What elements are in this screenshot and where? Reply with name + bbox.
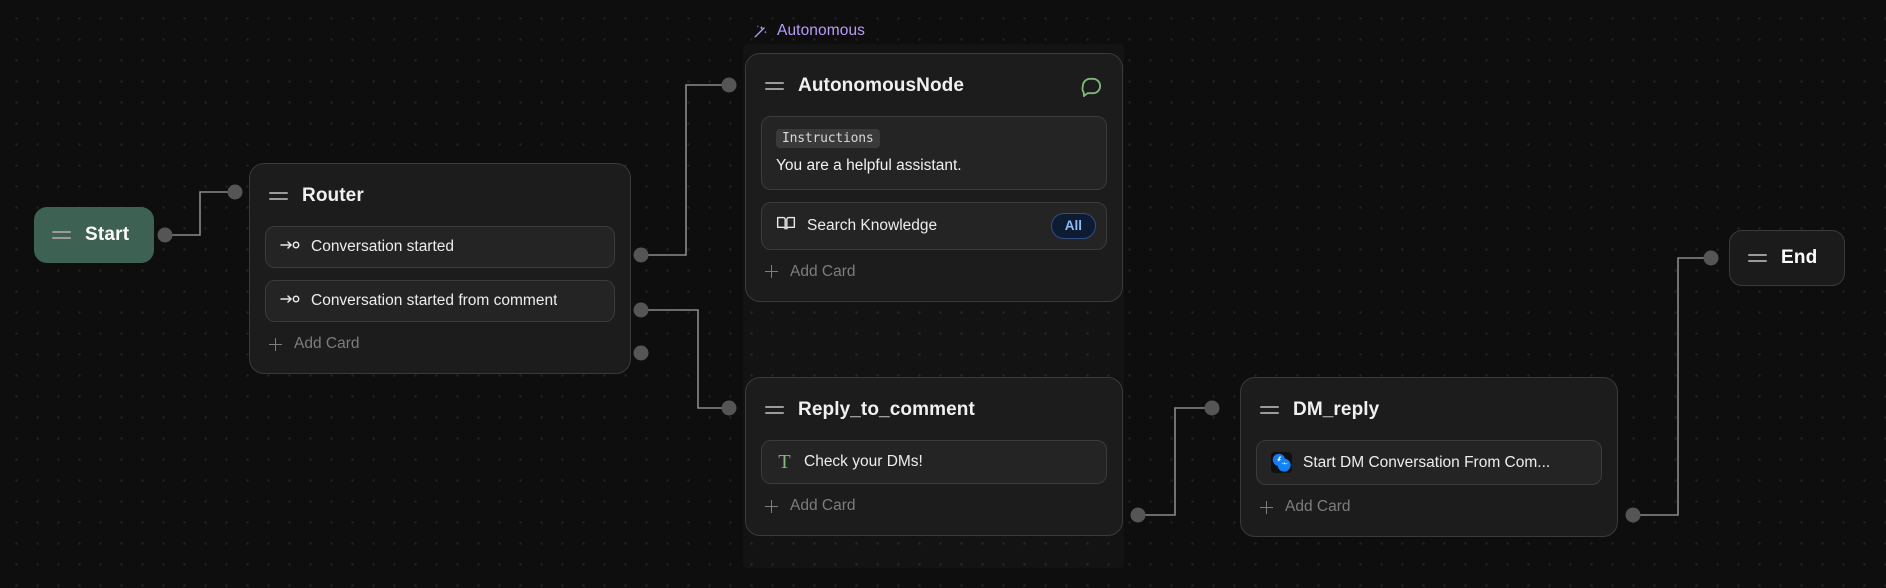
edge-router-autonomousnode [648, 84, 722, 256]
router-header[interactable]: Router [265, 180, 615, 210]
drag-handle-icon[interactable] [765, 406, 784, 414]
group-label-text: Autonomous [777, 22, 866, 39]
edge-dmreply-end [1640, 257, 1718, 516]
drag-handle-icon[interactable] [269, 192, 288, 200]
dm-reply-action-slot[interactable]: Start DM Conversation From Com... [1256, 440, 1602, 485]
plus-icon [765, 265, 778, 279]
dm-reply-body: Start DM Conversation From Com... [1256, 440, 1602, 485]
autonomousnode-body: Instructions You are a helpful assistant… [761, 116, 1107, 250]
node-dm-reply[interactable]: DM_reply Start DM Conversation From Com.… [1240, 377, 1618, 537]
reply-to-comment-header[interactable]: Reply_to_comment [761, 394, 1107, 424]
node-start[interactable]: Start [34, 207, 154, 263]
knowledge-scope-badge[interactable]: All [1050, 213, 1096, 239]
port-end-in [1703, 250, 1719, 266]
router-slot-label: Conversation started from comment [311, 292, 558, 309]
dm-reply-title: DM_reply [1293, 399, 1380, 420]
chat-bubble-icon[interactable] [1080, 75, 1103, 98]
autonomousnode-header[interactable]: AutonomousNode [761, 70, 1107, 100]
edge-router-reply [648, 309, 722, 409]
router-title: Router [302, 185, 364, 206]
node-end[interactable]: End [1729, 230, 1845, 286]
facebook-messenger-icon [1271, 452, 1292, 473]
edge-reply-dmreply [1145, 407, 1205, 516]
autonomousnode-add-card-button[interactable]: Add Card [761, 250, 1107, 289]
text-t-icon: T [778, 451, 791, 473]
drag-handle-icon[interactable] [1748, 254, 1767, 262]
plus-icon [1260, 500, 1273, 514]
reply-to-comment-body: T Check your DMs! [761, 440, 1107, 484]
port-reply-in [721, 400, 737, 416]
arrow-to-port-icon [280, 238, 300, 256]
autonomousnode-instructions-slot[interactable]: Instructions You are a helpful assistant… [761, 116, 1107, 190]
reply-to-comment-text-slot[interactable]: T Check your DMs! [761, 440, 1107, 484]
add-card-label: Add Card [294, 335, 360, 352]
dm-reply-action-label: Start DM Conversation From Com... [1303, 453, 1551, 471]
plus-icon [765, 499, 778, 513]
drag-handle-icon[interactable] [1260, 406, 1279, 414]
port-router-in [227, 184, 243, 200]
reply-text-label: Check your DMs! [804, 453, 923, 470]
arrow-to-port-icon [280, 292, 300, 310]
port-autonomousnode-in [721, 77, 737, 93]
autonomous-group-label: Autonomous [752, 22, 865, 40]
node-start-label: Start [85, 224, 130, 245]
dm-reply-header[interactable]: DM_reply [1256, 394, 1602, 424]
router-slot-conversation-started-from-comment[interactable]: Conversation started from comment [265, 280, 615, 322]
drag-handle-icon[interactable] [52, 231, 71, 239]
router-body: Conversation started Conversation starte… [265, 226, 615, 322]
add-card-label: Add Card [790, 262, 856, 280]
reply-to-comment-add-card-button[interactable]: Add Card [761, 484, 1107, 523]
port-dmreply-in [1204, 400, 1220, 416]
port-dmreply-out [1625, 507, 1641, 523]
add-card-label: Add Card [790, 497, 856, 514]
port-router-out-2 [633, 302, 649, 318]
magic-wand-sparkles-icon [752, 23, 769, 40]
edge-start-router [172, 191, 228, 236]
port-start-out [157, 227, 173, 243]
plus-icon [269, 337, 282, 351]
instructions-chip: Instructions [776, 129, 880, 148]
dm-reply-add-card-button[interactable]: Add Card [1256, 485, 1602, 524]
node-router[interactable]: Router Conversation started Conversation… [249, 163, 631, 374]
node-end-label: End [1781, 247, 1818, 268]
router-slot-conversation-started[interactable]: Conversation started [265, 226, 615, 268]
node-autonomousnode[interactable]: AutonomousNode Instructions You are a he… [745, 53, 1123, 302]
book-open-icon [776, 213, 796, 238]
port-router-out-1 [633, 247, 649, 263]
router-slot-label: Conversation started [311, 238, 455, 255]
drag-handle-icon[interactable] [765, 82, 784, 90]
router-add-card-button[interactable]: Add Card [265, 322, 615, 361]
add-card-label: Add Card [1285, 498, 1351, 515]
instructions-text: You are a helpful assistant. [776, 157, 962, 174]
autonomousnode-search-knowledge-slot[interactable]: Search Knowledge All [761, 202, 1107, 250]
autonomousnode-title: AutonomousNode [798, 75, 965, 96]
port-router-out-3 [633, 345, 649, 361]
search-knowledge-label: Search Knowledge [807, 216, 938, 234]
reply-to-comment-title: Reply_to_comment [798, 399, 975, 420]
port-reply-out [1130, 507, 1146, 523]
node-reply-to-comment[interactable]: Reply_to_comment T Check your DMs! Add C… [745, 377, 1123, 536]
